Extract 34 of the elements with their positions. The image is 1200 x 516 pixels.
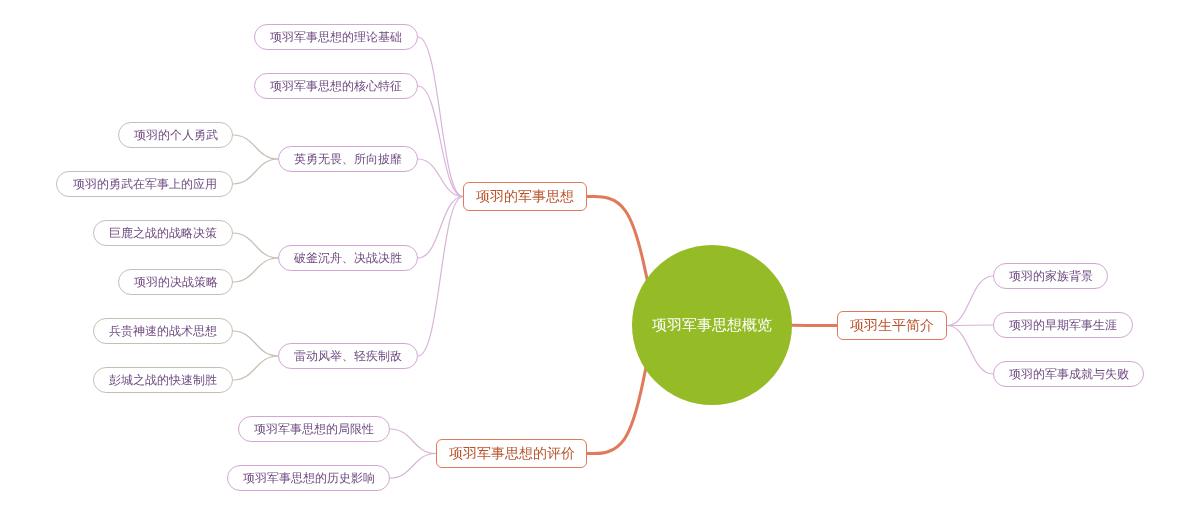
connector-line — [417, 195, 464, 259]
subtopic-pill: 项羽军事思想的局限性 — [238, 416, 390, 442]
detail-pill: 彭城之战的快速制胜 — [93, 367, 233, 393]
connector-line — [417, 195, 464, 357]
subtopic-pill: 破釜沉舟、决战决胜 — [278, 245, 418, 271]
connector-line — [232, 330, 279, 357]
subtopic-pill: 项羽的家族背景 — [993, 263, 1108, 289]
connector-line — [790, 323, 837, 327]
detail-pill: 兵贵神速的战术思想 — [93, 318, 233, 344]
subtopic-pill: 项羽的早期军事生涯 — [993, 312, 1133, 338]
main-topic-box: 项羽生平简介 — [837, 311, 947, 340]
connector-line — [232, 355, 279, 381]
connector-line — [232, 257, 279, 283]
connector-line — [946, 324, 994, 375]
detail-pill: 项羽的勇武在军事上的应用 — [56, 171, 233, 197]
detail-pill: 项羽的个人勇武 — [118, 122, 233, 148]
connector-line — [587, 367, 648, 455]
connector-line — [587, 195, 649, 281]
detail-pill: 项羽的决战策略 — [118, 269, 233, 295]
subtopic-pill: 项羽军事思想的历史影响 — [227, 465, 390, 491]
detail-pill: 巨鹿之战的战略决策 — [93, 220, 233, 246]
central-topic-circle: 项羽军事思想概览 — [632, 245, 792, 405]
main-topic-box: 项羽的军事思想 — [463, 182, 587, 211]
main-topic-box: 项羽军事思想的评价 — [436, 439, 587, 468]
connector-line — [389, 452, 437, 479]
subtopic-pill: 项羽军事思想的核心特征 — [254, 73, 418, 99]
connector-line — [232, 232, 279, 259]
subtopic-pill: 雷动风举、轻疾制敌 — [278, 343, 418, 369]
subtopic-pill: 项羽军事思想的理论基础 — [254, 24, 418, 50]
subtopic-pill: 英勇无畏、所向披靡 — [278, 146, 418, 172]
subtopic-pill: 项羽的军事成就与失败 — [993, 361, 1144, 387]
connector-line — [232, 134, 279, 160]
connector-line — [417, 85, 464, 198]
connector-line — [232, 158, 279, 185]
